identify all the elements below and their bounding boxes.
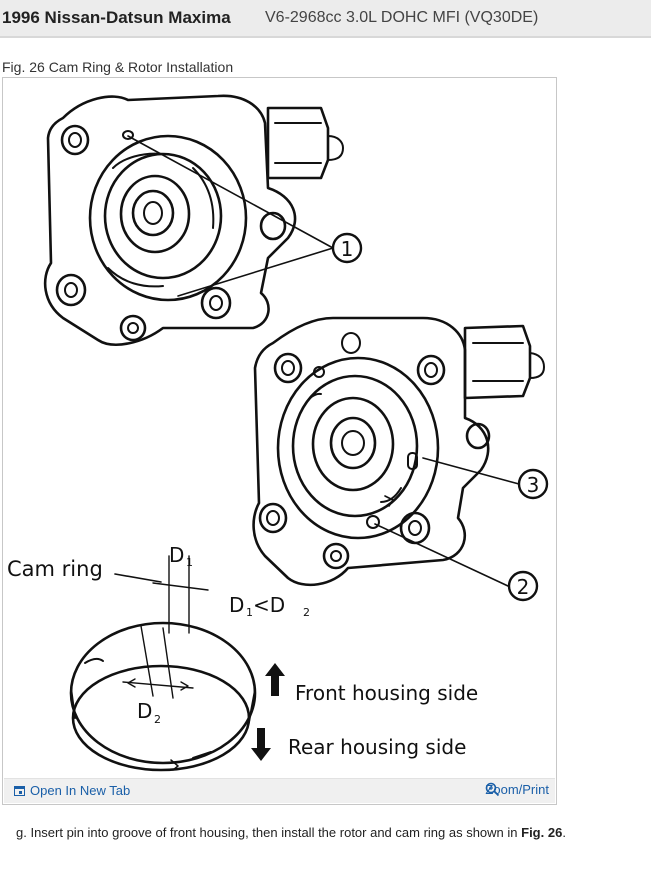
- callout-2-label: 2: [517, 575, 530, 599]
- figure-reference: Fig. 26: [521, 825, 563, 840]
- open-in-new-tab-label: Open In New Tab: [30, 783, 131, 798]
- instruction-text: g. Insert pin into groove of front housi…: [16, 825, 522, 840]
- engine-subtitle: V6-2968cc 3.0L DOHC MFI (VQ30DE): [265, 9, 539, 26]
- front-arrow-icon: [265, 663, 285, 696]
- relation-d1: D: [229, 593, 244, 617]
- figure-caption: Fig. 26 Cam Ring & Rotor Installation: [2, 59, 234, 75]
- figure-frame: 1 3 2 Cam ring D 1 D 1 <D 2 D 2 Front ho…: [2, 77, 557, 805]
- callout-3-circle: [517, 468, 549, 500]
- callout-2-circle: [507, 570, 539, 602]
- open-in-new-tab-link[interactable]: Open In New Tab: [14, 783, 130, 798]
- leader-line-1b: [177, 247, 334, 297]
- leader-line-3: [422, 457, 520, 485]
- d1-label: D: [169, 543, 184, 567]
- instruction-step: g. Insert pin into groove of front housi…: [16, 825, 566, 840]
- magnifier-icon: [486, 782, 500, 797]
- leader-line-2: [374, 523, 509, 587]
- upper-pump-housing: [43, 94, 344, 346]
- d1-dimension: [152, 582, 209, 591]
- callout-1-circle: [331, 232, 363, 264]
- cam-ring-drawing: [69, 621, 257, 772]
- lower-pump-housing: [252, 316, 545, 587]
- d2-dimension: [122, 681, 194, 689]
- cam-ring-label: Cam ring: [7, 557, 103, 581]
- d2-subscript: 2: [154, 713, 161, 726]
- front-housing-label: Front housing side: [295, 681, 478, 705]
- instruction-end: .: [562, 825, 566, 840]
- callout-3-label: 3: [527, 473, 540, 497]
- d2-label: D: [137, 699, 152, 723]
- relation-operator: <D: [253, 593, 285, 617]
- relation-d1-subscript: 1: [246, 606, 253, 619]
- d1-subscript: 1: [186, 556, 193, 569]
- open-tab-icon: [14, 785, 25, 796]
- cam-ring-rotor-diagram[interactable]: 1 3 2 Cam ring D 1 D 1 <D 2 D 2 Front ho…: [3, 78, 556, 778]
- rear-housing-label: Rear housing side: [288, 735, 466, 759]
- page-header: 1996 Nissan-Datsun Maxima V6-2968cc 3.0L…: [0, 0, 651, 38]
- relation-d2-subscript: 2: [303, 606, 310, 619]
- leader-line-1a: [127, 135, 334, 249]
- figure-toolbar: Open In New Tab Zoom/Print: [4, 778, 555, 803]
- zoom-print-label: Zoom/Print: [485, 782, 549, 797]
- callout-1-label: 1: [341, 237, 354, 261]
- cam-ring-leader: [114, 573, 162, 583]
- rear-arrow-icon: [251, 728, 271, 761]
- zoom-print-link[interactable]: Zoom/Print: [485, 782, 549, 797]
- page-title: 1996 Nissan-Datsun Maxima: [2, 8, 231, 27]
